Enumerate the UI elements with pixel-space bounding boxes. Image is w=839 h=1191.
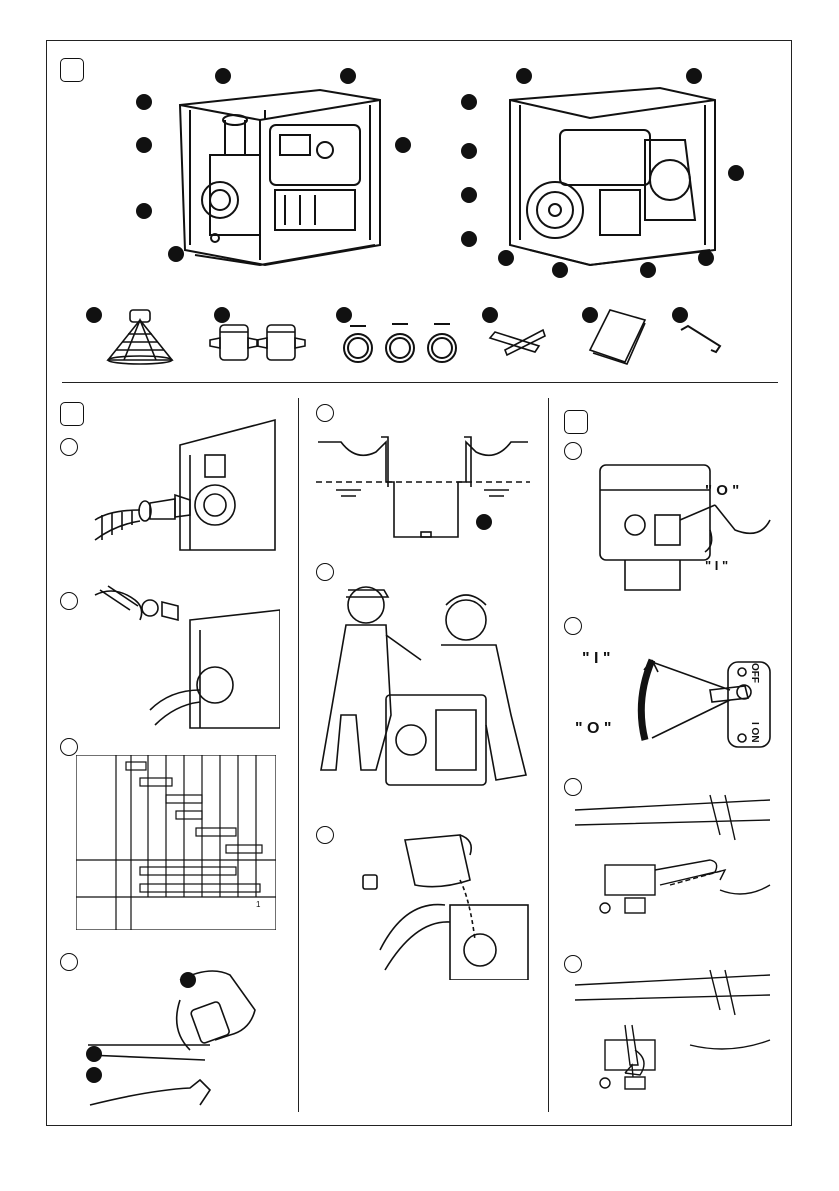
callout-dot (395, 137, 411, 153)
fuel-valve-on-label: " I " (705, 558, 728, 573)
connecting-discharge-hose (90, 580, 280, 730)
strainer-accessory (100, 305, 180, 365)
callout-dot (86, 1067, 102, 1083)
manual-booklet-accessory (585, 305, 650, 367)
fuel-valve-off-label: " O " (705, 482, 739, 499)
switch-off-text: OFF (749, 663, 760, 683)
callout-dot (728, 165, 744, 181)
column-divider-right (548, 398, 549, 1112)
strainer-immersion-diagram (316, 432, 530, 544)
step-4-marker (60, 953, 78, 971)
section-divider (62, 382, 778, 383)
callout-dot (672, 307, 688, 323)
column-divider-left (298, 398, 299, 1112)
fuel-valve-closeup (585, 460, 775, 595)
switch-on-label: " I " (582, 650, 611, 668)
callout-dot (461, 143, 477, 159)
callout-dot (136, 94, 152, 110)
callout-dot (340, 68, 356, 84)
callout-dot (686, 68, 702, 84)
step-c-marker (316, 404, 334, 422)
connecting-suction-hose (90, 415, 280, 555)
operation-schedule-table (76, 755, 276, 930)
callout-dot (180, 972, 196, 988)
hose-connector-pair (205, 320, 315, 365)
callout-dot (698, 250, 714, 266)
callout-dot (86, 1046, 102, 1062)
pump-rear-view (480, 60, 740, 275)
callout-dot (640, 262, 656, 278)
callout-dot (168, 246, 184, 262)
callout-dot (215, 68, 231, 84)
step-2-marker (60, 592, 78, 610)
hex-key-accessory (676, 322, 726, 357)
step-1-marker (60, 438, 78, 456)
spark-plug-wrench-accessory (485, 320, 550, 360)
callout-dot (461, 187, 477, 203)
step-3-marker (60, 738, 78, 756)
callout-dot (552, 262, 568, 278)
callout-dot (461, 94, 477, 110)
switch-off-label: " O " (575, 720, 612, 738)
step-1-marker (564, 442, 582, 460)
choke-lever-open (570, 965, 775, 1090)
callout-dot (136, 137, 152, 153)
table-footnote-mark: 1 (256, 900, 260, 909)
priming-pump-with-water (360, 830, 530, 980)
callout-dot (476, 514, 492, 530)
callout-dot (498, 250, 514, 266)
step-2-marker (564, 617, 582, 635)
switch-on-text: I ON (749, 722, 760, 743)
callout-dot (516, 68, 532, 84)
two-men-inspecting-pump (316, 575, 530, 790)
choke-lever-closed (570, 790, 775, 915)
hose-clamp-set (340, 318, 465, 366)
section-a-marker (60, 58, 84, 82)
section-b-marker (60, 402, 84, 426)
section-c-marker (564, 410, 588, 434)
pump-front-view (120, 60, 420, 275)
callout-dot (461, 231, 477, 247)
callout-dot (136, 203, 152, 219)
step-e-marker (316, 826, 334, 844)
